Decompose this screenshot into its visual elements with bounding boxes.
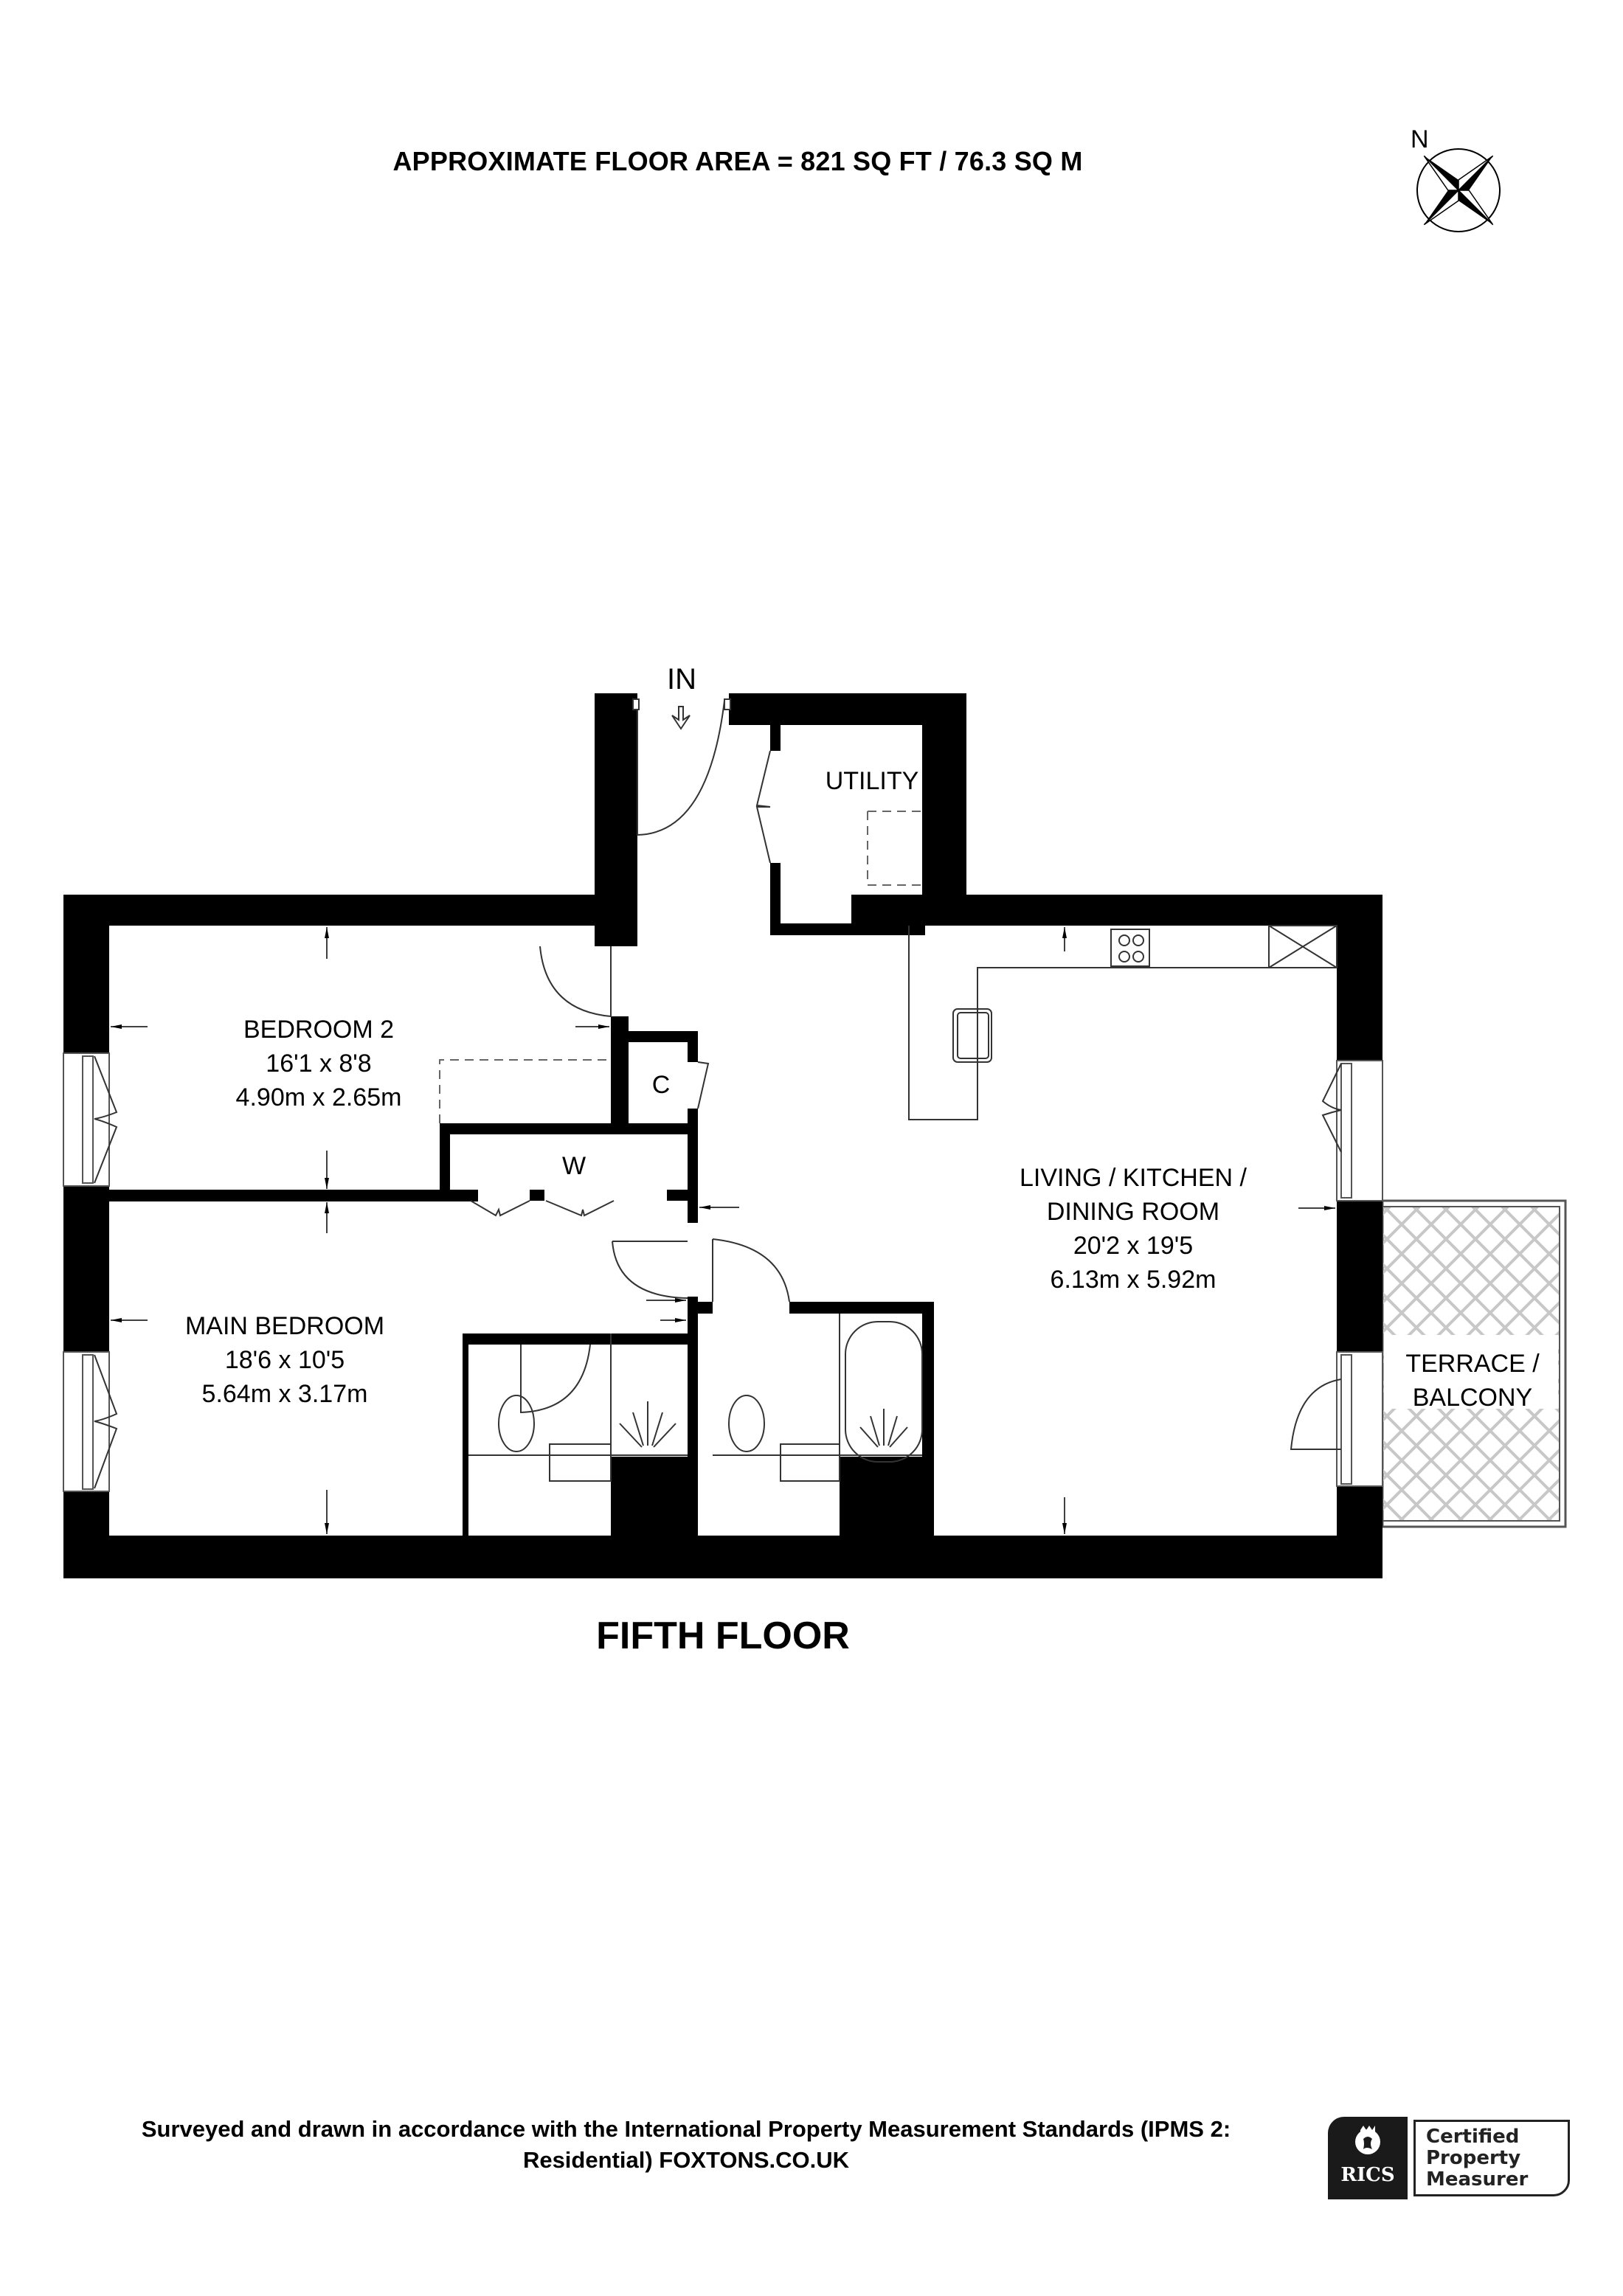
room-name: C bbox=[651, 1071, 671, 1099]
room-name-line2: DINING ROOM bbox=[1046, 1198, 1220, 1226]
dimension-arrows bbox=[111, 927, 1335, 1534]
doors bbox=[470, 698, 790, 1414]
room-dimensions-imperial: 18'6 x 10'5 bbox=[224, 1346, 345, 1374]
terrace-balcony-area bbox=[1381, 1199, 1567, 1528]
room-name-line1: TERRACE / bbox=[1405, 1350, 1540, 1378]
entrance-arrow-icon bbox=[671, 706, 691, 730]
bathroom-fixtures bbox=[468, 1314, 923, 1482]
floor-area-title: APPROXIMATE FLOOR AREA = 821 SQ FT / 76.… bbox=[0, 146, 1623, 177]
room-name: UTILITY bbox=[825, 767, 919, 795]
kitchen-units bbox=[908, 925, 1337, 1120]
rics-wordmark: RICS bbox=[1340, 2164, 1395, 2186]
room-dimensions-imperial: 16'1 x 8'8 bbox=[266, 1050, 372, 1078]
room-name: MAIN BEDROOM bbox=[184, 1312, 385, 1340]
badge-line-1: Certified bbox=[1426, 2126, 1520, 2148]
room-bedroom-2: BEDROOM 2 16'1 x 8'8 4.90m x 2.65m bbox=[236, 1013, 402, 1114]
dashed-outlines bbox=[439, 811, 922, 1123]
room-dimensions-metric: 5.64m x 3.17m bbox=[201, 1380, 368, 1408]
floor-name: FIFTH FLOOR bbox=[596, 1615, 850, 1657]
rics-certified-badge: RICS Certified Property Measurer bbox=[1328, 2117, 1576, 2202]
room-dimensions-metric: 4.90m x 2.65m bbox=[235, 1083, 402, 1111]
room-name-line2: BALCONY bbox=[1412, 1384, 1533, 1412]
window-casements bbox=[94, 1055, 1342, 1489]
room-name: W bbox=[561, 1152, 586, 1180]
room-name: BEDROOM 2 bbox=[243, 1016, 395, 1044]
room-cupboard: C bbox=[652, 1068, 671, 1102]
footer-line-2: Residential) FOXTONS.CO.UK bbox=[522, 2147, 850, 2173]
footer-line-1: Surveyed and drawn in accordance with th… bbox=[141, 2116, 1231, 2142]
room-utility: UTILITY bbox=[826, 764, 919, 798]
lion-icon bbox=[1355, 2126, 1380, 2154]
badge-line-2: Property bbox=[1426, 2147, 1521, 2169]
room-wardrobe: W bbox=[562, 1149, 586, 1183]
entrance-label: IN bbox=[667, 663, 696, 696]
badge-line-3: Measurer bbox=[1426, 2168, 1529, 2191]
compass-north-label: N bbox=[1411, 125, 1429, 153]
room-main-bedroom: MAIN BEDROOM 18'6 x 10'5 5.64m x 3.17m bbox=[185, 1309, 384, 1411]
room-dimensions-metric: 6.13m x 5.92m bbox=[1050, 1266, 1217, 1294]
compass-rose-icon bbox=[1416, 148, 1501, 232]
certification-text: Certified Property Measurer bbox=[1413, 2120, 1570, 2196]
room-terrace-balcony: TERRACE / BALCONY bbox=[1405, 1347, 1539, 1415]
room-living-kitchen-dining: LIVING / KITCHEN / DINING ROOM 20'2 x 19… bbox=[1020, 1161, 1247, 1297]
rics-logo: RICS bbox=[1328, 2117, 1408, 2199]
room-name-line1: LIVING / KITCHEN / bbox=[1020, 1164, 1247, 1192]
floor-area-text: APPROXIMATE FLOOR AREA = 821 SQ FT / 76.… bbox=[392, 146, 1083, 176]
walls bbox=[63, 693, 1383, 1578]
room-dimensions-imperial: 20'2 x 19'5 bbox=[1073, 1232, 1194, 1260]
footer-disclaimer: Surveyed and drawn in accordance with th… bbox=[44, 2114, 1328, 2176]
